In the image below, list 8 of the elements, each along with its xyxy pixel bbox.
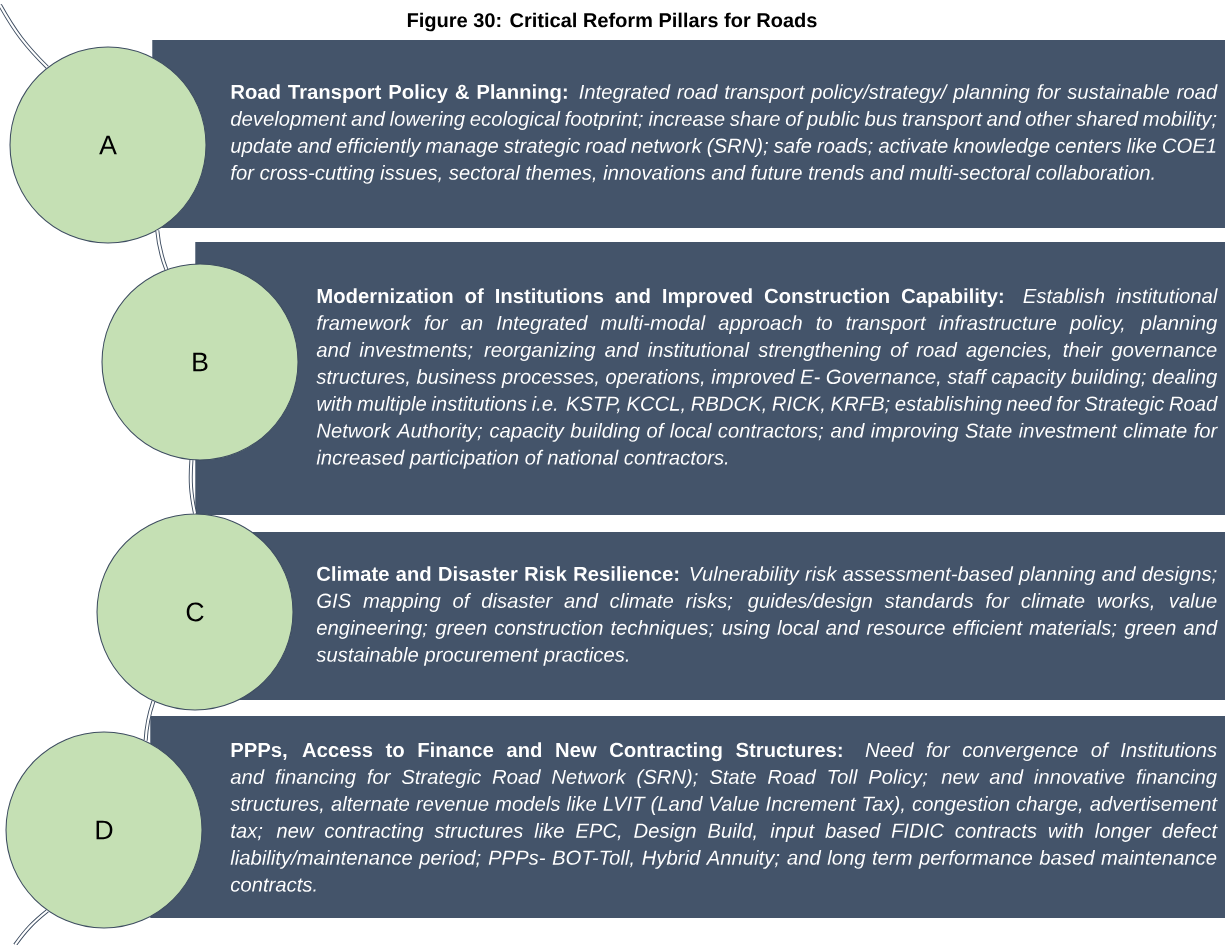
- connector-line: [143, 700, 156, 741]
- connector-line: [13, 909, 49, 945]
- pillar-box: PPPs, Access to Finance and New Contracting Structures: Need for convergence of Institutions and financing for Strategic Road Network (SRN); State Road Toll Policy; new and innovative financing structures, alternate revenue models like LVIT (Land Value Increment Tax), congestion charge, advertisement tax; new contracting structures like EPC, Design Build, input based FIDIC contracts with longer defect liability/maintenance period; PPPs- BOT-Toll, Hybrid Annuity; and long term performance based maintenance contracts.: [150, 716, 1225, 918]
- figure-title: Figure 30: Critical Reform Pillars for Roads: [407, 12, 817, 32]
- connector-line: [0, 4, 49, 69]
- connector-line: [155, 230, 169, 271]
- connector-line: [188, 460, 197, 514]
- pillar-box: Road Transport Policy & Planning: Integrated road transport policy/strategy/ planning for sustainable road development and lowering ecological footprint; increase share of public bus transport and other shared mobility; update and efficiently manage strategic road network (SRN); safe roads; activate knowledge centers like COE1 for cross-cutting issues, sectoral themes, innovations and future trends and multi-sectoral collaboration.: [152, 40, 1225, 228]
